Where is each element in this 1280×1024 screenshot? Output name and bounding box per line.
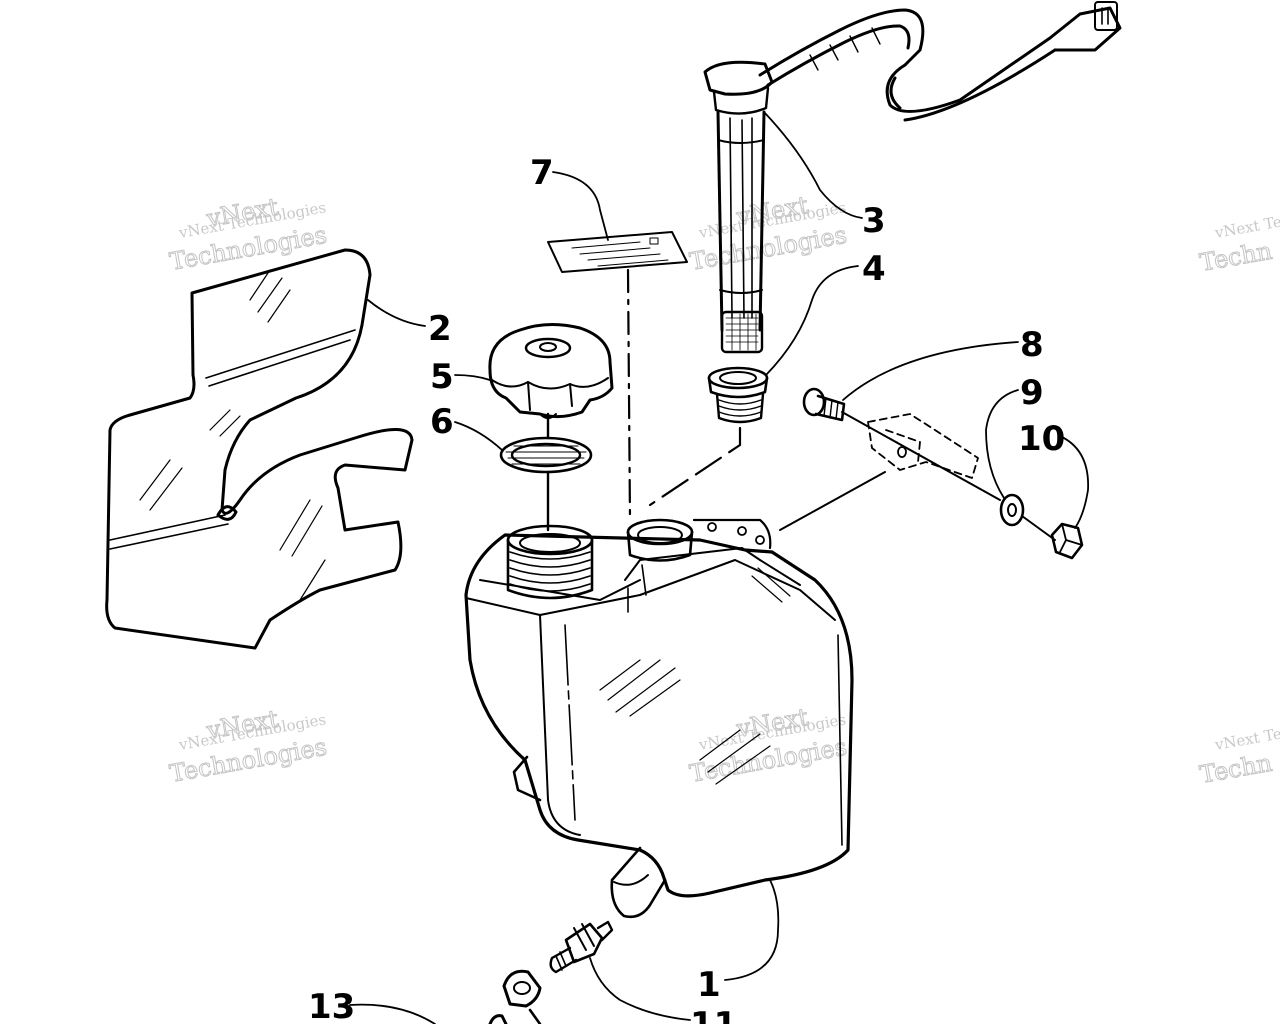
leader-3: [763, 111, 863, 219]
watermark-left-top: vNext vNext Technologies Technologies: [167, 192, 329, 276]
watermark-right-top: vNext Te Techn: [1197, 212, 1280, 277]
leader-2: [367, 299, 426, 327]
callout-10: 10: [1018, 419, 1065, 459]
leader-13: [349, 1003, 436, 1024]
part-1-tank: [464, 518, 854, 919]
leader-5: [454, 374, 491, 381]
callout-7: 7: [530, 153, 554, 193]
svg-text:vNext Te: vNext Te: [1213, 724, 1280, 754]
watermark-center-bottom: vNext vNext Technologies Technologies: [687, 702, 849, 788]
callout-6: 6: [430, 402, 454, 442]
part-7-label: [547, 231, 688, 273]
callout-11: 11: [690, 1005, 737, 1024]
leader-11: [589, 957, 691, 1021]
watermark-right-bottom: vNext Te Techn: [1197, 724, 1280, 789]
leader-8: [842, 341, 1019, 401]
callout-2: 2: [428, 309, 452, 349]
part-9-washer: [999, 493, 1025, 527]
callout-13: 13: [308, 987, 355, 1024]
svg-text:Techn: Techn: [1198, 749, 1274, 789]
part-4-grommet: [707, 366, 769, 424]
part-8-bolt: [802, 387, 846, 422]
part-13-clamp: [488, 969, 542, 1024]
leader-9: [985, 389, 1019, 499]
svg-text:vNext Te: vNext Te: [1213, 212, 1280, 242]
tank-sender-port: [626, 518, 694, 562]
leader-6: [454, 421, 503, 451]
mounting-bracket: [867, 413, 979, 479]
leader-1: [724, 879, 780, 981]
callout-5: 5: [430, 357, 454, 397]
callout-3: 3: [862, 201, 886, 241]
tank-filler-neck: [506, 524, 594, 600]
svg-text:Techn: Techn: [1198, 237, 1274, 277]
part-10-nut: [1050, 522, 1084, 560]
part-3-fuel-sender: [703, 1, 1122, 354]
leader-7: [552, 171, 609, 241]
watermark-left-bottom: vNext vNext Technologies Technologies: [167, 704, 329, 788]
callouts: 7 3 4 2 5 6 8 9 10 1 11 13: [308, 153, 1065, 1024]
part-6-gasket: [499, 436, 593, 474]
callout-8: 8: [1020, 325, 1044, 365]
callout-4: 4: [862, 249, 886, 289]
leader-10: [1059, 435, 1089, 529]
part-11-fitting: [549, 920, 614, 974]
callout-1: 1: [697, 965, 721, 1005]
part-5-fuel-cap: [488, 323, 614, 419]
assembly-center-lines: [546, 268, 1056, 541]
callout-9: 9: [1020, 373, 1044, 413]
part-2-shield-panel: [105, 248, 414, 650]
leader-lines: [349, 111, 1089, 1024]
leader-4: [765, 265, 859, 376]
